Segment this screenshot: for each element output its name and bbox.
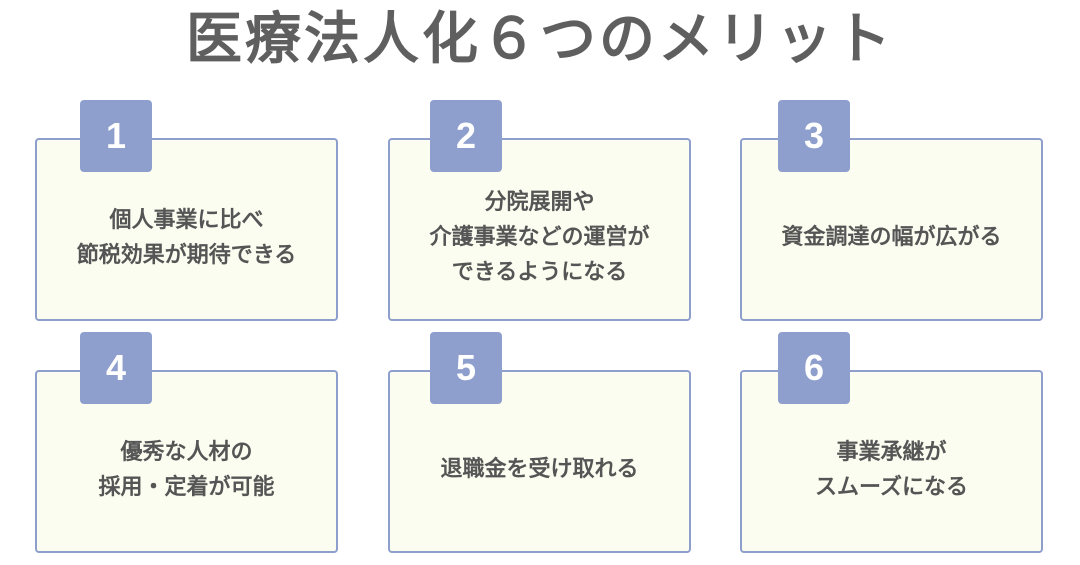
merit-card-5: 退職金を受け取れる — [388, 370, 691, 553]
merit-text-1: 個人事業に比べ 節税効果が期待できる — [76, 207, 297, 268]
merit-number-badge-5: 5 — [430, 332, 502, 404]
merit-text-5: 退職金を受け取れる — [440, 457, 639, 482]
merit-text-2: 分院展開や 介護事業などの運営が できるようになる — [429, 190, 650, 285]
merit-card-3: 資金調達の幅が広がる — [740, 138, 1043, 321]
merit-text-3: 資金調達の幅が広がる — [781, 225, 1002, 250]
merit-text-6: 事業承継が スムーズになる — [815, 439, 968, 500]
merit-number-badge-1: 1 — [80, 100, 152, 172]
merit-card-2: 分院展開や 介護事業などの運営が できるようになる — [388, 138, 691, 321]
page-title: 医療法人化６つのメリット — [186, 7, 894, 72]
merit-number-badge-4: 4 — [80, 332, 152, 404]
merit-number-badge-3: 3 — [778, 100, 850, 172]
merit-card-6: 事業承継が スムーズになる — [740, 370, 1043, 553]
merit-number-badge-6: 6 — [778, 332, 850, 404]
merit-number-badge-2: 2 — [430, 100, 502, 172]
merit-text-4: 優秀な人材の 採用・定着が可能 — [98, 439, 275, 500]
